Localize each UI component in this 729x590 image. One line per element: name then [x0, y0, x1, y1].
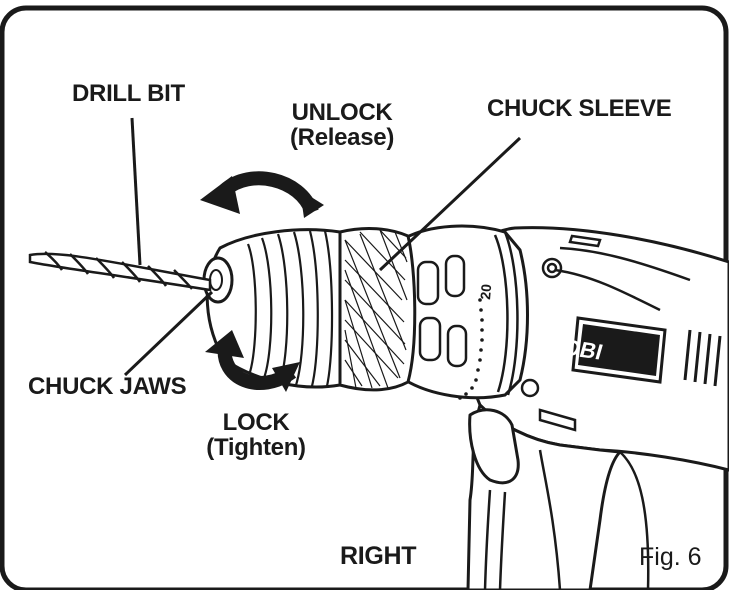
housing-details [520, 234, 691, 432]
chuck-jaws-leader [123, 290, 214, 377]
leader-lines [123, 117, 522, 377]
figure-number: Fig. 6 [639, 543, 702, 571]
chuck-sleeve-knurl [338, 227, 417, 392]
chuck-jaws-label: CHUCK JAWS [28, 373, 187, 400]
collar-marking: 20 [477, 283, 494, 300]
lock-arrow [205, 330, 300, 392]
drill-bit-leader [130, 117, 142, 266]
lock-sublabel: (Tighten) [206, 434, 306, 462]
chuck-sleeve-label: CHUCK SLEEVE [487, 95, 672, 122]
drill-bit-label: DRILL BIT [72, 80, 185, 107]
vent-slots [683, 329, 722, 387]
direction-label: RIGHT [340, 542, 417, 570]
unlock-arrow [200, 171, 324, 218]
clutch-collar: 20 [403, 224, 529, 400]
unlock-sublabel: (Release) [289, 124, 395, 152]
lock-label-group: LOCK (Tighten) [206, 409, 306, 462]
unlock-label-group: UNLOCK (Release) [289, 99, 395, 152]
chuck-sleeve-leader [378, 136, 522, 272]
handle-contours [483, 449, 650, 590]
lock-label: LOCK [222, 409, 290, 436]
drill-bit-shape [28, 251, 212, 292]
unlock-label: UNLOCK [291, 99, 393, 126]
